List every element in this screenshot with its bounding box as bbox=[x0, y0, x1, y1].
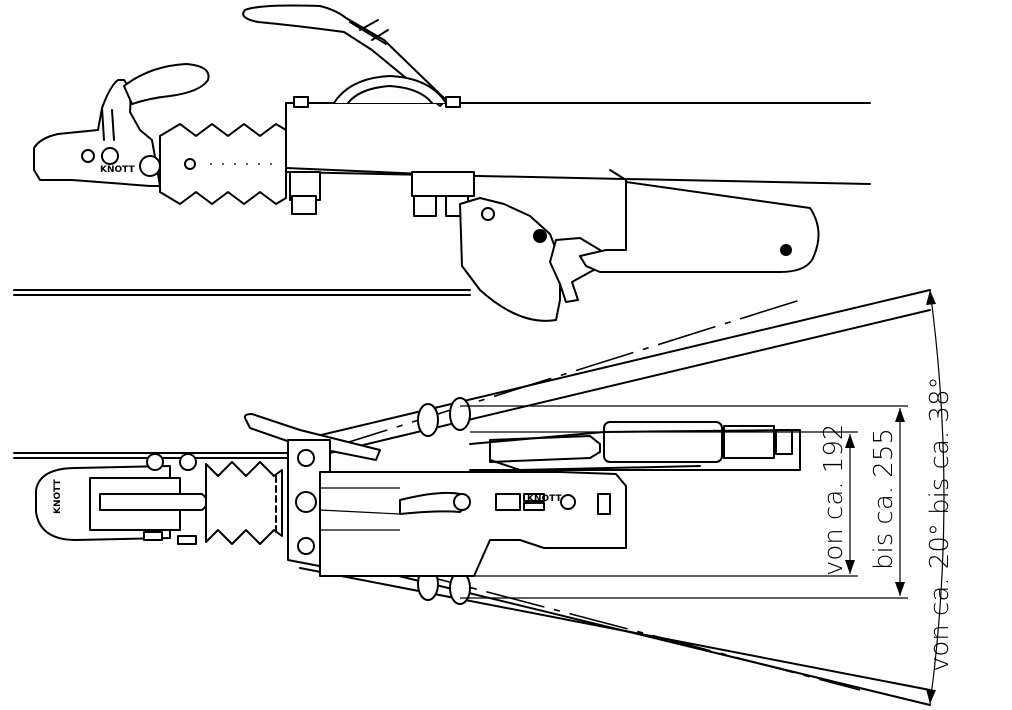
dim-angle: von ca. 20° bis ca. 38° bbox=[925, 289, 955, 705]
brand-label: KNOTT bbox=[53, 478, 63, 514]
shock-absorber bbox=[469, 421, 801, 471]
side-view: KNOTT bbox=[13, 4, 871, 322]
extension-lines bbox=[460, 405, 908, 599]
brand-label-small: KNOTT bbox=[527, 494, 563, 504]
bellows-top-view bbox=[205, 461, 283, 545]
angle-label: von ca. 20° bis ca. 38° bbox=[925, 376, 955, 672]
main-body: KNOTT bbox=[319, 471, 627, 577]
dim-width-min: von ca. 192 bbox=[819, 424, 855, 576]
coupling-head: KNOTT bbox=[33, 63, 210, 187]
drawbar-frame bbox=[285, 102, 871, 185]
rear-bracket bbox=[579, 181, 820, 273]
top-view: KNOTT KNOTT bbox=[13, 289, 955, 706]
width-min-label: von ca. 192 bbox=[819, 424, 849, 576]
mechanism-bottom bbox=[289, 169, 627, 322]
dim-width-max: bis ca. 255 bbox=[869, 408, 905, 596]
top-bolts bbox=[293, 96, 461, 108]
bellows-top bbox=[159, 123, 287, 205]
svg-text:KNOTT: KNOTT bbox=[100, 165, 136, 175]
width-max-label: bis ca. 255 bbox=[869, 428, 899, 570]
side-rail bbox=[13, 289, 471, 296]
coupling-head-top: KNOTT bbox=[35, 453, 208, 545]
dome bbox=[333, 75, 447, 104]
handbrake-lever bbox=[242, 4, 447, 107]
v-drawbars bbox=[299, 289, 931, 706]
handbrake-lever-top bbox=[243, 413, 381, 461]
